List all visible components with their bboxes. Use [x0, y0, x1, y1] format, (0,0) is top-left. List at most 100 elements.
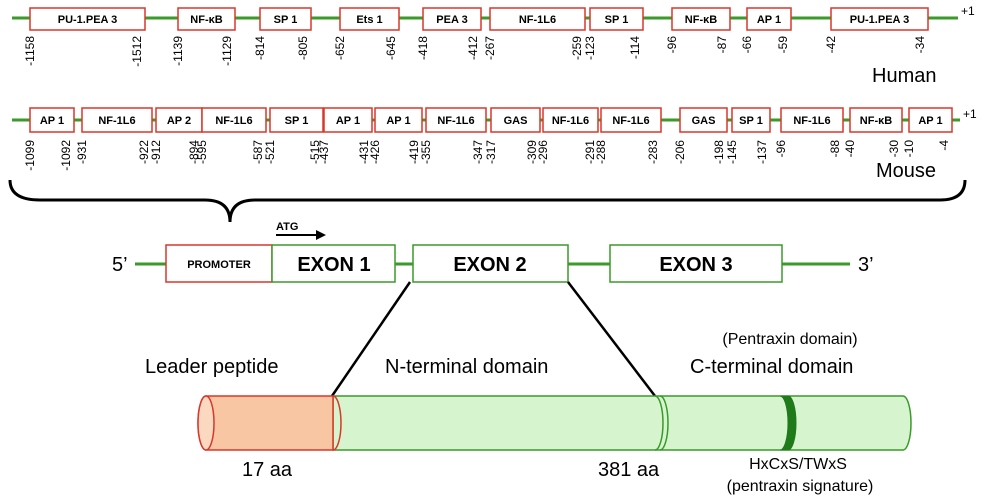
signature-motif-label: HxCxS/TWxS: [749, 456, 847, 473]
human-coord-left-10: -42: [824, 36, 838, 54]
mouse-coord-right-5: -515: [308, 140, 322, 164]
mouse-coord-right-3: -894: [187, 140, 201, 164]
mouse-site-label-7: AP 1: [386, 115, 410, 127]
mouse-site-label-14: NF-1L6: [793, 115, 830, 127]
mouse-site-label-1: AP 1: [40, 115, 64, 127]
pentraxin-signature-band: [779, 395, 797, 451]
atg-arrow-head: [316, 230, 326, 240]
mouse-coord-left-2: -931: [75, 140, 89, 164]
five-prime-label: 5’: [112, 254, 128, 276]
human-site-box-8: [671, 7, 731, 31]
n-terminal-label: N-terminal domain: [385, 356, 548, 378]
c-terminal-label: C-terminal domain: [690, 356, 853, 378]
domain-cylinder-body: [332, 395, 912, 451]
human-site-label-10: PU-1.PEA 3: [850, 14, 910, 26]
exon-3-box: [609, 244, 783, 283]
mouse-site-label-13: SP 1: [739, 115, 763, 127]
leader-cylinder-cap: [197, 395, 215, 451]
mouse-coord-left-3: -912: [149, 140, 163, 164]
leader-peptide-label: Leader peptide: [145, 356, 278, 378]
mouse-coord-right-8: -347: [471, 140, 485, 164]
mouse-site-label-15: NF-κB: [860, 115, 892, 127]
mouse-site-box-3: [155, 107, 203, 133]
mouse-site-box-6: [323, 107, 373, 133]
mouse-site-box-1: [29, 107, 75, 133]
human-site-box-7: [589, 7, 644, 31]
mouse-site-label-5: SP 1: [285, 115, 309, 127]
exon-3-label: EXON 3: [659, 254, 732, 276]
mouse-site-box-10: [542, 107, 599, 133]
human-coord-right-10: -34: [913, 36, 927, 54]
mouse-coord-right-12: -198: [712, 140, 726, 164]
mouse-site-label-6: AP 1: [336, 115, 360, 127]
mouse-site-box-9: [490, 107, 541, 133]
human-coord-left-9: -66: [740, 36, 754, 54]
n-c-boundary-2: [659, 395, 669, 451]
pentraxin-domain-note: (Pentraxin domain): [722, 331, 857, 348]
mouse-site-box-15: [849, 107, 903, 133]
exon-1-label: EXON 1: [297, 254, 370, 276]
mouse-species-label: Mouse: [876, 160, 936, 182]
human-site-box-3: [259, 7, 312, 31]
mouse-site-label-12: GAS: [692, 115, 716, 127]
exon-1-box: [271, 244, 396, 283]
human-site-label-6: NF-1L6: [519, 14, 556, 26]
mouse-site-box-16: [908, 107, 953, 133]
mouse-site-label-8: NF-1L6: [437, 115, 474, 127]
exon-2-box: [412, 244, 569, 283]
mouse-site-box-4: [201, 107, 267, 133]
mouse-coord-left-8: -355: [419, 140, 433, 164]
human-coord-right-6: -259: [570, 36, 584, 60]
signature-note-label: (pentraxin signature): [727, 478, 874, 495]
human-site-box-5: [422, 7, 482, 31]
mouse-coord-left-10: -296: [536, 140, 550, 164]
human-site-box-6: [489, 7, 586, 31]
mouse-site-box-2: [81, 107, 153, 133]
human-coord-left-8: -96: [665, 36, 679, 54]
mouse-site-box-7: [374, 107, 423, 133]
human-site-box-10: [830, 7, 929, 31]
mouse-site-box-12: [679, 107, 728, 133]
mouse-coord-right-15: -30: [887, 140, 901, 158]
human-coord-right-3: -805: [296, 36, 310, 60]
connector-left: [330, 281, 412, 397]
mouse-coord-left-14: -96: [774, 140, 788, 158]
mouse-site-box-14: [780, 107, 844, 133]
mouse-coord-left-15: -40: [843, 140, 857, 158]
mouse-coord-left-16: -10: [902, 140, 916, 158]
mouse-coord-right-10: -291: [583, 140, 597, 164]
human-site-label-4: Ets 1: [356, 14, 382, 26]
mouse-coord-left-9: -317: [484, 140, 498, 164]
mouse-coord-left-13: -145: [725, 140, 739, 164]
human-coord-right-7: -114: [628, 36, 642, 59]
mouse-coord-left-5: -521: [263, 140, 277, 164]
mouse-plus1-label: +1: [963, 107, 977, 121]
mouse-site-label-11: NF-1L6: [612, 115, 649, 127]
human-site-label-2: NF-κB: [190, 14, 222, 26]
mouse-coord-right-2: -922: [137, 140, 151, 164]
promoter-label: PROMOTER: [187, 259, 251, 271]
mouse-coord-right-14: -88: [828, 140, 842, 158]
human-coord-right-5: -412: [466, 36, 480, 60]
human-coord-left-7: -123: [583, 36, 597, 60]
mouse-coord-right-6: -431: [357, 140, 371, 164]
leader-boundary: [332, 395, 342, 451]
three-prime-label: 3’: [858, 254, 874, 276]
human-coord-left-1: -1158: [23, 36, 37, 66]
human-site-label-8: NF-κB: [685, 14, 717, 26]
human-coord-left-2: -1139: [171, 36, 185, 66]
mouse-site-label-2: NF-1L6: [98, 115, 135, 127]
human-coord-left-4: -652: [333, 36, 347, 60]
mouse-site-box-11: [600, 107, 662, 133]
mouse-coord-right-11: -283: [646, 140, 660, 164]
human-coord-right-9: -59: [776, 36, 790, 54]
human-coord-left-6: -267: [483, 36, 497, 60]
aa-end-label: 381 aa: [598, 459, 660, 481]
human-species-label: Human: [872, 65, 936, 87]
atg-label: ATG: [276, 221, 298, 233]
human-coord-right-1: -1512: [130, 36, 144, 67]
human-site-label-5: PEA 3: [436, 14, 467, 26]
